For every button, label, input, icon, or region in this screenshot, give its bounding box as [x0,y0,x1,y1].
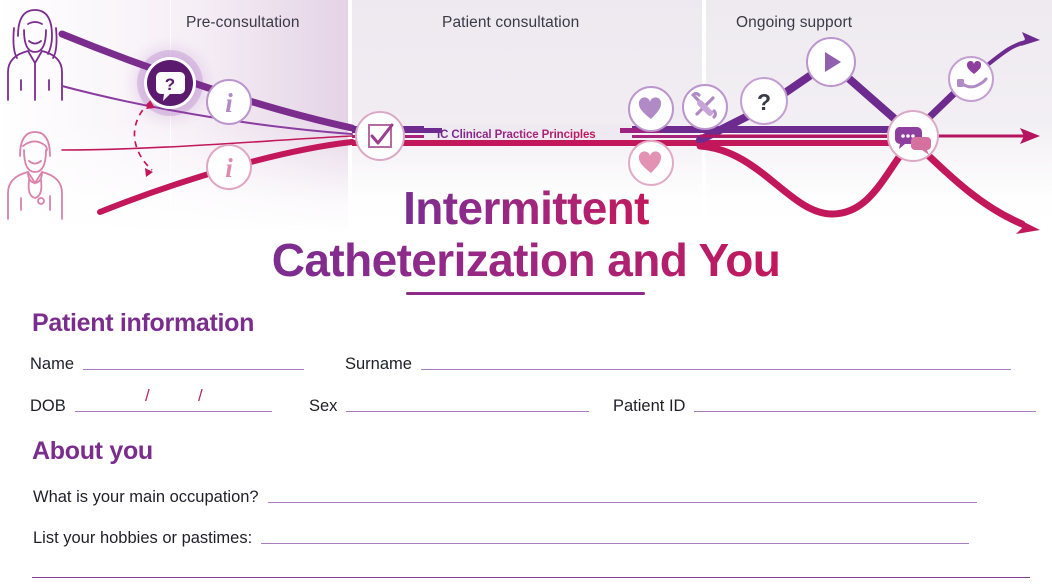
svg-text:i: i [225,88,233,118]
field-rule-patient-id[interactable] [694,411,1037,412]
field-sex[interactable]: Sex [309,397,590,416]
field-label-hobbies: List your hobbies or pastimes: [33,529,253,547]
hand-heart-care-icon [948,56,994,102]
field-rule-dob[interactable] [74,411,272,412]
dob-separator-1: / [145,386,150,405]
field-rule-sex[interactable] [346,411,590,412]
field-label-sex: Sex [309,397,338,415]
clinical-practice-principles-banner: IC Clinical Practice Principles [437,129,596,141]
play-video-icon [806,37,856,87]
field-label-patient-id: Patient ID [613,397,686,415]
field-rule-occupation[interactable] [267,502,977,503]
title-line-2: Catheterization and You [271,234,781,286]
field-patient-id[interactable]: Patient ID [613,397,1037,416]
journey-illustration: ? i i [0,0,1052,235]
question-speech-bubble-icon: ? [144,57,196,109]
field-label-dob: DOB [30,397,66,415]
chat-bubbles-icon [887,110,939,162]
phase-label-pre-consultation: Pre-consultation [186,14,300,31]
field-rule-surname[interactable] [420,369,1011,370]
tools-icon [682,84,728,130]
feedback-arrow [133,101,153,171]
heart-icon-purple [628,86,674,132]
page-title: Intermittent Catheterization and You [0,182,1052,286]
field-dob[interactable]: DOB [30,397,272,416]
phase-label-patient-consultation: Patient consultation [442,14,580,31]
field-occupation[interactable]: What is your main occupation? [33,488,977,507]
patient-form: Patient information Name Surname DOB / /… [0,300,1052,588]
field-rule-hobbies-continued[interactable] [32,577,1030,578]
dob-separator-2: / [198,386,203,405]
phase-label-ongoing-support: Ongoing support [736,14,853,31]
heart-icon-pink [628,140,674,186]
checklist-icon [355,111,405,161]
information-icon-purple: i [206,79,252,125]
section-heading-about-you: About you [32,437,153,465]
field-surname[interactable]: Surname [345,355,1011,374]
information-icon-pink: i [206,144,252,190]
patient-avatar [7,9,63,101]
svg-text:i: i [225,153,233,183]
question-mark-icon: ? [740,77,788,125]
clinician-avatar [7,131,63,220]
field-label-surname: Surname [345,355,412,373]
field-rule-hobbies[interactable] [261,543,970,544]
journey-path-purple-upper [58,30,356,132]
section-heading-patient-information: Patient information [32,309,255,337]
title-line-1: Intermittent [403,182,649,234]
field-label-occupation: What is your main occupation? [33,488,259,506]
field-hobbies[interactable]: List your hobbies or pastimes: [33,529,970,548]
svg-text:?: ? [757,89,771,115]
patient-journey-banner: ? i i [0,0,1052,235]
field-name[interactable]: Name [30,355,305,374]
field-rule-name[interactable] [83,369,305,370]
svg-text:?: ? [165,75,175,94]
title-underline-rule [406,292,645,295]
field-label-name: Name [30,355,75,373]
